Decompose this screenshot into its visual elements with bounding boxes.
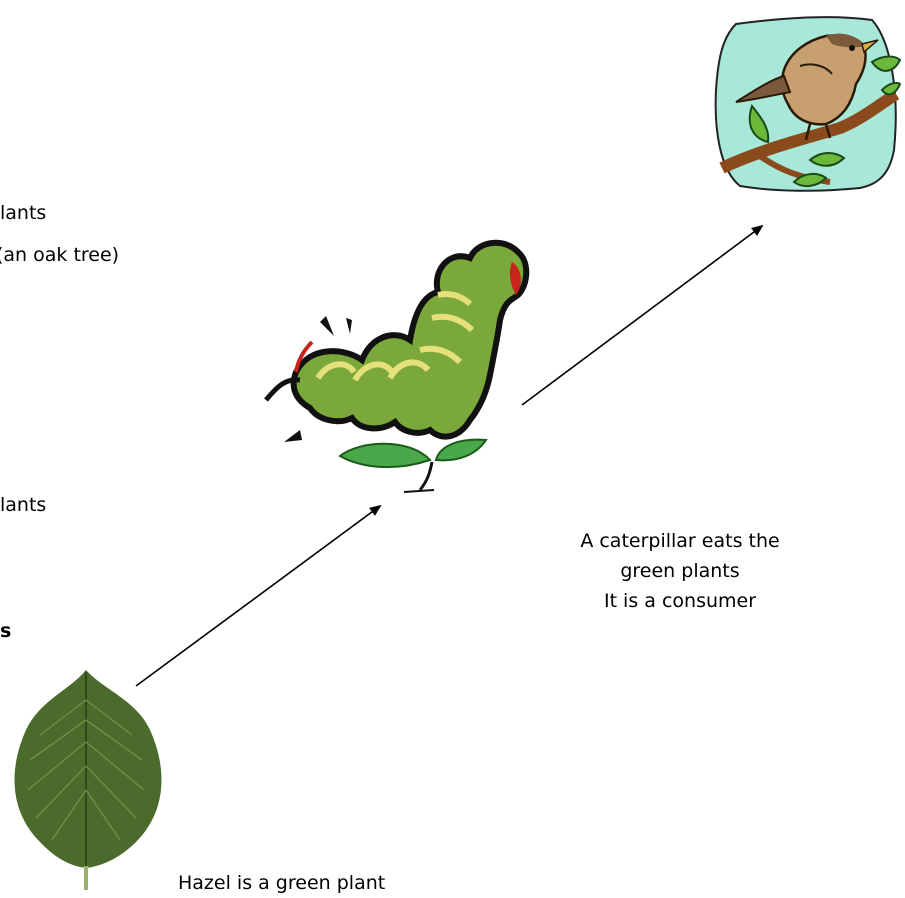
arrow-caterpillar-to-bird <box>522 226 762 405</box>
bird-image <box>716 17 900 191</box>
hazel-leaf-image <box>14 670 161 890</box>
caterpillar-image <box>266 243 526 492</box>
arrow-leaf-to-caterpillar <box>136 506 380 686</box>
